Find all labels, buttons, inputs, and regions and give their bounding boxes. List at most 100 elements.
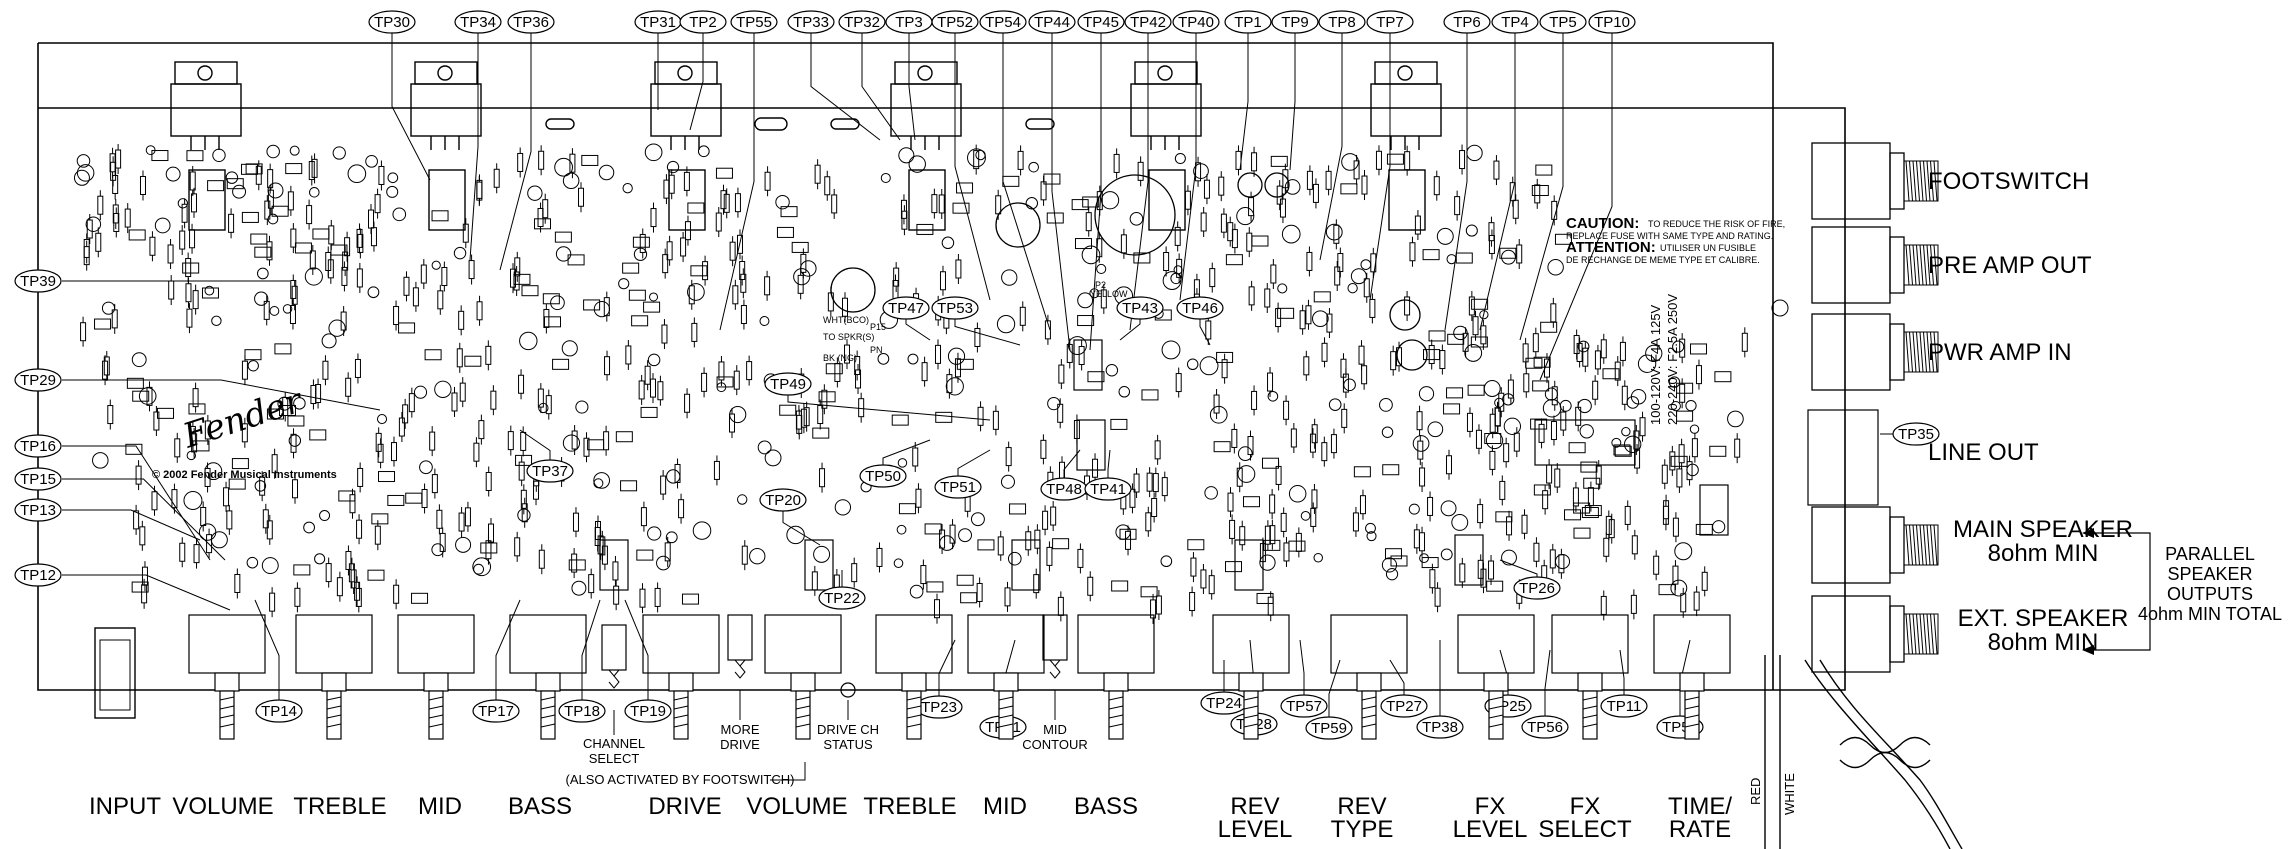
leader-tp3 [908,33,916,141]
control-mid-1[interactable]: MID [397,614,475,820]
knurl [795,723,811,728]
capacitor [1237,446,1253,461]
capacitor [225,171,239,184]
resistor [1513,432,1520,452]
test-point-label: TP1 [1234,14,1262,31]
resistor [1454,196,1461,216]
resistor [733,370,740,390]
small-component [515,454,533,466]
control-label: DRIVE [648,793,721,820]
resistor [185,283,192,303]
resistor [1592,380,1599,400]
knurl [1108,696,1124,701]
control-bass-2[interactable]: BASS [1074,614,1155,820]
resistor [1534,184,1541,204]
test-point-label: TP7 [1376,14,1404,31]
small-component [1714,371,1732,383]
test-point-tp7: TP7 [1366,10,1414,34]
control-treble-1[interactable]: TREBLE [293,614,387,820]
resistor [1155,595,1162,615]
jack-footswitch[interactable]: FOOTSWITCH [1811,142,2089,220]
capacitor [365,154,378,168]
large-capacitor [1094,174,1176,256]
leader-tp6 [1444,33,1468,331]
resistor [572,512,579,532]
jack-pwr-amp-in[interactable]: PWR AMP IN [1811,313,2072,391]
resistor [179,542,186,562]
pot-bushing [1103,672,1129,692]
resistor [1419,467,1426,487]
control-volume-1[interactable]: VOLUME [172,614,274,820]
control-volume-2[interactable]: VOLUME [746,614,848,820]
capacitor [1685,400,1697,412]
capacitor [314,553,326,565]
capacitor [261,557,279,575]
jack-nut [1889,236,1905,294]
resistor [1600,595,1607,615]
resistor [1434,587,1441,607]
resistor [678,499,685,519]
control-drive[interactable]: DRIVE [642,614,722,820]
control-treble-2[interactable]: TREBLE [863,614,957,820]
control-time-rate[interactable]: TIME/RATE [1653,614,1732,843]
test-point-tp26: TP26 [1513,576,1561,600]
capacitor [1464,344,1483,362]
resistor [680,237,687,257]
capacitor [210,531,228,549]
toggle-spring [734,659,746,679]
resistor [827,292,834,312]
capacitor [896,524,907,535]
resistor [345,377,352,397]
jack-preamp-out[interactable]: PRE AMP OUT [1811,226,2092,304]
small-component [378,471,396,483]
toggle-switch[interactable] [1042,614,1068,661]
resistor [328,225,335,245]
leader-tp5 [1519,33,1564,341]
pot-bushing [1356,672,1382,692]
resistor [938,194,945,214]
small-component [1532,380,1550,392]
leader-tp44 [1051,33,1071,351]
toggle-switch[interactable] [601,624,627,671]
resistor [1017,150,1024,170]
test-point-label: TP36 [513,14,549,31]
resistor [1603,537,1610,557]
test-point-label: TP42 [1130,14,1166,31]
resistor [357,467,364,487]
control-mid-2[interactable]: MID [967,614,1045,820]
small-component [367,569,385,581]
control-bass-1[interactable]: BASS [508,614,587,820]
control-input[interactable]: INPUT [89,627,161,820]
capacitor [1264,172,1290,198]
resistor [518,461,525,481]
resistor [715,212,722,232]
resistor [354,358,361,378]
capacitor [775,194,790,210]
test-point-label: TP44 [1034,14,1070,31]
small-component [1583,477,1601,489]
leader-tp10 [1539,33,1613,381]
leader-tp45 [1089,33,1102,351]
resistor [95,232,102,252]
toggle-switch[interactable] [727,614,753,661]
resistor [1218,176,1225,196]
capacitor [367,286,380,299]
resistor [1489,413,1496,433]
knurl [219,714,235,719]
test-point-label: TP47 [888,300,924,317]
jack-line-out[interactable]: LINE OUT [1928,439,2039,466]
resistor [1404,151,1411,171]
leader-tp29 [62,379,381,411]
small-component [1423,349,1441,361]
mid-contour-line-2: CONTOUR [1022,737,1087,752]
test-point-tp48: TP48 [1040,477,1088,501]
control-label: TREBLE [293,793,386,820]
pot-body [1330,614,1408,674]
capacitor [598,164,615,181]
